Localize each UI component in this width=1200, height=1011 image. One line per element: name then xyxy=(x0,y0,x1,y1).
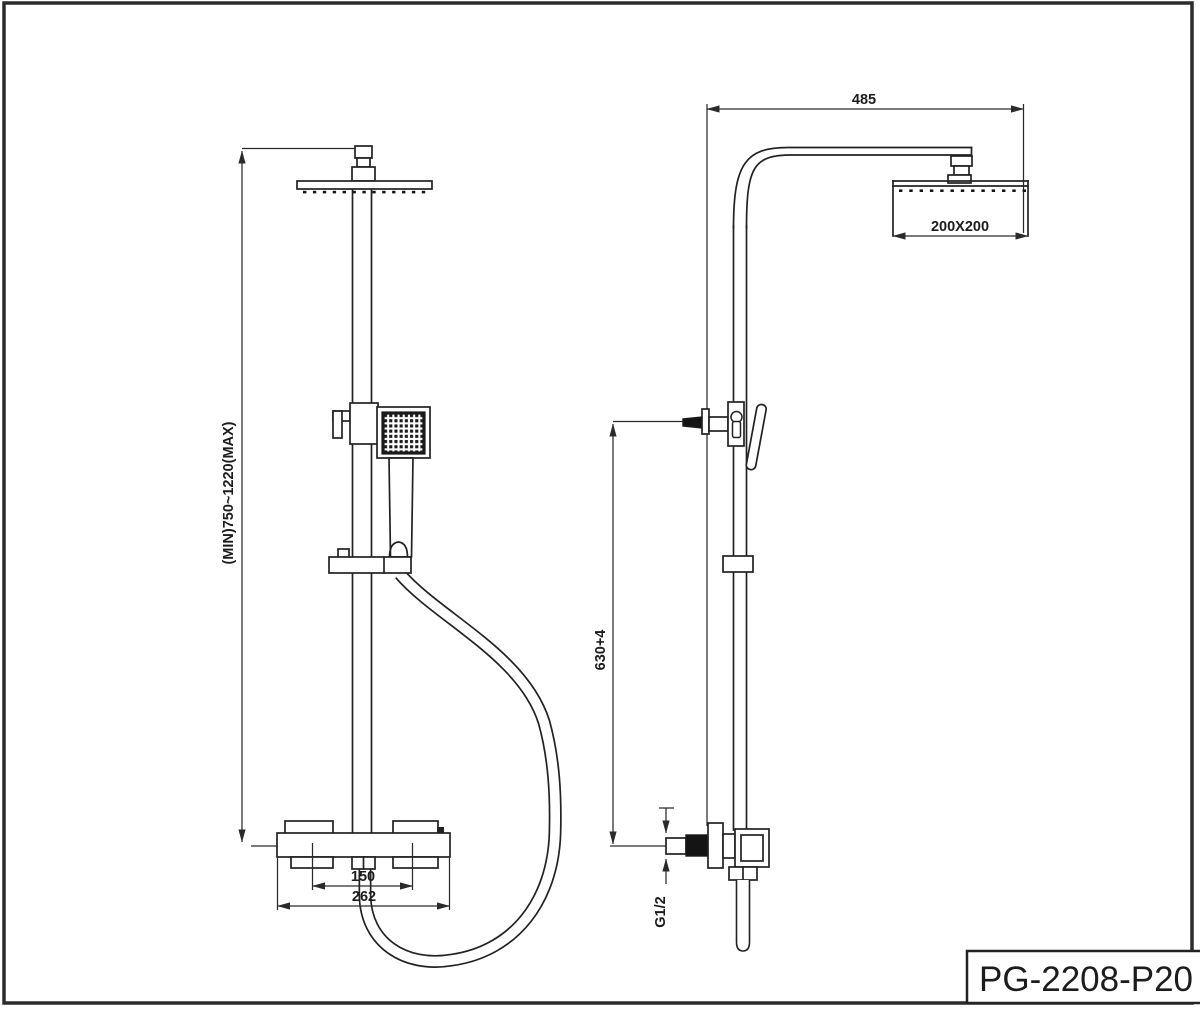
rail-height-dimension-label: 630+4 xyxy=(593,630,609,671)
mixer-valve-side xyxy=(665,822,770,881)
shower-hose-front xyxy=(358,569,562,968)
shower-hose-side xyxy=(735,880,751,952)
holder-pin-side xyxy=(682,416,703,429)
valve-dimensions: 150 262 xyxy=(276,843,451,910)
hand-shower-front xyxy=(332,402,431,558)
inlet-thread-callout: G1/2 xyxy=(653,807,674,928)
head-size-dimension-label: 200X200 xyxy=(931,219,989,235)
front-view: (MIN)750~1220(MAX) xyxy=(221,145,562,968)
valve-detail xyxy=(437,827,444,833)
height-dimension-label: (MIN)750~1220(MAX) xyxy=(221,421,237,564)
inlet-thread-label: G1/2 xyxy=(653,896,669,927)
hand-shower-face xyxy=(381,411,426,455)
shower-arm-side xyxy=(732,146,973,831)
holder-body-front xyxy=(349,402,379,445)
rain-shower-head-front xyxy=(296,145,433,194)
arm-reach-dimension-label: 485 xyxy=(852,92,876,108)
rain-shower-head-side: 200X200 xyxy=(892,180,1029,240)
title-block: PG-2208-P20 xyxy=(965,949,1200,1005)
nozzle-dots-front xyxy=(303,190,426,194)
inlet-thread-nipple xyxy=(685,834,709,857)
slide-bracket-side xyxy=(722,555,754,573)
hand-shower-handle-side xyxy=(745,403,768,471)
width-dimension-label: 262 xyxy=(352,889,376,905)
mixer-valve-front xyxy=(276,820,451,870)
shower-pipe-front xyxy=(351,188,373,841)
hand-shower-side xyxy=(682,401,768,471)
head-connector-side xyxy=(947,155,973,184)
arm-reach-dimension: 485 xyxy=(706,92,1025,826)
slide-bracket-front xyxy=(328,548,412,574)
shower-hose-front-core xyxy=(360,570,561,967)
title-model-text: PG-2208-P20 xyxy=(979,960,1193,999)
rail-height-dimension: 630+4 xyxy=(593,420,684,847)
spacing-dimension-label: 150 xyxy=(351,869,375,885)
side-view: 485 xyxy=(593,92,1029,952)
height-dimension: (MIN)750~1220(MAX) xyxy=(221,147,356,847)
nozzle-dots-side xyxy=(899,189,1026,192)
